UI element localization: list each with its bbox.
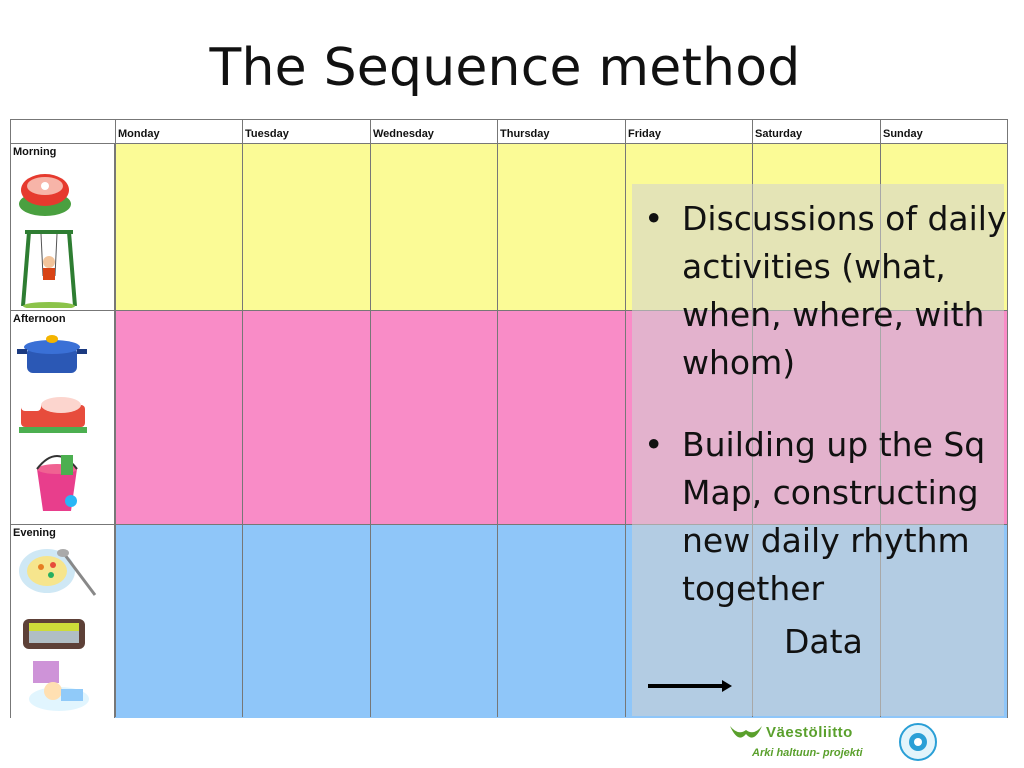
evening-label-cell: Evening — [11, 525, 115, 718]
bath-icon — [23, 619, 85, 649]
day-header-friday: Friday — [628, 128, 662, 140]
day-header-sunday: Sunday — [883, 128, 923, 140]
slide-title: The Sequence method — [209, 38, 801, 98]
bucket-icon — [36, 455, 78, 511]
vaestoliitto-logo-icon — [730, 726, 762, 738]
bullet-dot: • — [644, 199, 664, 238]
text-overlay-panel — [632, 184, 1004, 716]
days-header-row: Monday Tuesday Wednesday Thursday Friday… — [11, 120, 1007, 144]
bullet-list: • Discussions of daily activities (what,… — [640, 195, 1010, 647]
day-header-tuesday: Tuesday — [245, 128, 289, 140]
association-badge-icon — [899, 723, 937, 761]
soup-bowl-icon — [19, 174, 71, 216]
day-header-thursday: Thursday — [500, 128, 550, 140]
bed-icon — [19, 393, 87, 433]
day-header-monday: Monday — [118, 128, 160, 140]
swing-icon — [21, 230, 77, 308]
soup-plate-icon — [19, 549, 97, 596]
right-arrow-icon — [648, 680, 732, 692]
data-label: Data — [784, 622, 863, 661]
bullet-dot: • — [644, 425, 664, 464]
afternoon-label-cell: Afternoon — [11, 311, 115, 524]
day-header-wednesday: Wednesday — [373, 128, 434, 140]
cooking-pot-icon — [17, 335, 87, 373]
period-label-afternoon: Afternoon — [13, 313, 66, 325]
grid-line — [497, 120, 498, 717]
project-logo-text: Arki haltuun- projekti — [752, 747, 863, 759]
bullet-item: • Discussions of daily activities (what,… — [640, 195, 1010, 387]
grid-line — [625, 120, 626, 717]
grid-line — [370, 120, 371, 717]
grid-line — [115, 120, 116, 717]
morning-label-cell: Morning — [11, 144, 115, 310]
vaestoliitto-logo-text: Väestöliitto — [766, 724, 853, 741]
period-label-morning: Morning — [13, 146, 57, 158]
day-header-saturday: Saturday — [755, 128, 803, 140]
grid-line — [242, 120, 243, 717]
sleeping-child-icon — [29, 661, 89, 711]
period-label-evening: Evening — [13, 527, 56, 539]
bullet-text-discussions: Discussions of daily activities (what, w… — [682, 199, 1007, 382]
bullet-item: • Building up the Sq Map, constructing n… — [640, 421, 1010, 613]
bullet-text-building: Building up the Sq Map, constructing new… — [682, 425, 986, 608]
